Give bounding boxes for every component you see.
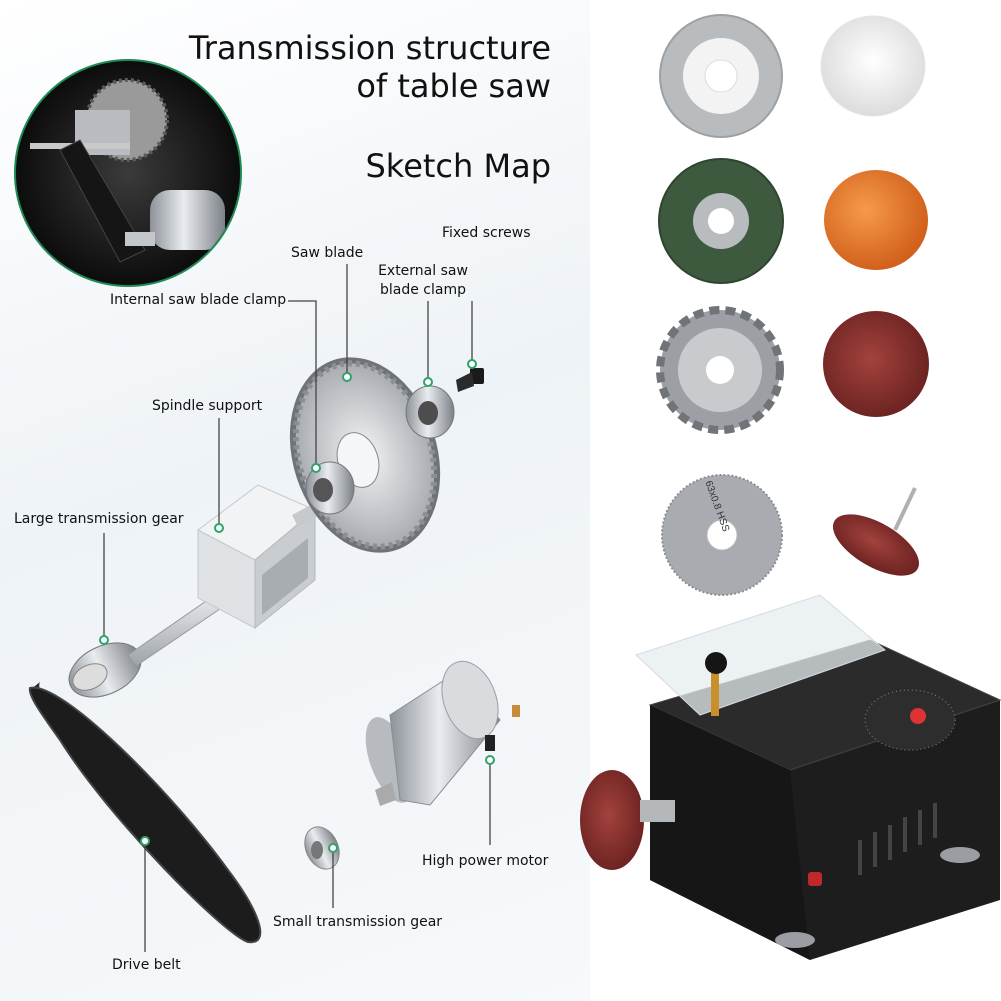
- leader-lines: [103, 264, 491, 952]
- page-subtitle: Sketch Map: [365, 147, 551, 185]
- label-external-clamp-line2: blade clamp: [380, 282, 466, 298]
- label-drive-belt: Drive belt: [112, 957, 181, 973]
- hss-blade: [661, 474, 783, 596]
- internal-clamp: [305, 461, 355, 515]
- label-large-gear: Large transmission gear: [14, 511, 184, 527]
- diamond-disc: [659, 14, 783, 138]
- fixed-screw: [456, 368, 484, 392]
- felt-pad: [820, 15, 926, 117]
- accessory-grid: [656, 14, 929, 596]
- label-small-gear: Small transmission gear: [273, 914, 443, 930]
- table-saw-product: [580, 594, 1001, 960]
- label-internal-clamp: Internal saw blade clamp: [110, 292, 287, 308]
- small-gear: [304, 826, 340, 870]
- cutting-disc: [658, 158, 784, 284]
- label-motor: High power motor: [422, 853, 549, 869]
- dot-marker-icons: [99, 359, 495, 853]
- large-gear: [68, 642, 142, 698]
- sanding-mandrel: [833, 487, 919, 576]
- page-title-line1: Transmission structure: [188, 29, 551, 67]
- drive-belt: [28, 682, 262, 944]
- label-saw-blade: Saw blade: [291, 245, 364, 261]
- inset-closeup: [14, 59, 242, 287]
- orange-sponge: [824, 170, 928, 270]
- label-external-clamp: External saw blade clamp: [378, 262, 468, 300]
- toothed-blade: [656, 306, 784, 434]
- label-spindle-support: Spindle support: [152, 398, 263, 414]
- motor: [365, 660, 520, 806]
- spindle-support: [197, 484, 316, 630]
- page-title-line2: of table saw: [356, 67, 551, 105]
- external-clamp: [405, 385, 455, 439]
- label-fixed-screws: Fixed screws: [442, 225, 531, 241]
- sanding-disc: [823, 311, 929, 417]
- label-external-clamp-line1: External saw: [378, 263, 468, 279]
